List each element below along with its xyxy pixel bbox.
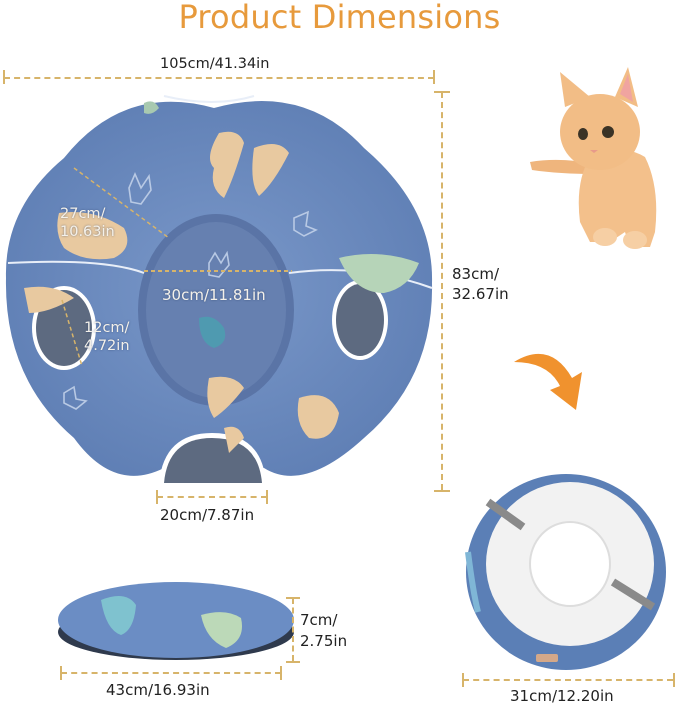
tick bbox=[3, 70, 5, 84]
tunnel-width-label: 105cm/41.34in bbox=[160, 56, 270, 72]
tick bbox=[286, 661, 300, 663]
cushion-height-line bbox=[292, 598, 294, 661]
tube-diameter-label-cm: 27cm/ bbox=[60, 206, 106, 222]
folded-width-line bbox=[463, 679, 673, 681]
cushion-height-label-in: 2.75in bbox=[300, 632, 348, 650]
tick bbox=[433, 70, 435, 84]
tick bbox=[280, 666, 282, 680]
kitten-image bbox=[520, 62, 670, 262]
tick bbox=[266, 490, 268, 504]
cushion-height-label-cm: 7cm/ bbox=[300, 611, 338, 629]
tunnel-width-line bbox=[4, 77, 434, 79]
fold-arrow-icon bbox=[510, 340, 590, 415]
page-title: Product Dimensions bbox=[178, 0, 501, 36]
cushion-width-label: 43cm/16.93in bbox=[106, 681, 210, 699]
tunnel-height-line bbox=[441, 92, 443, 490]
tick bbox=[673, 673, 675, 687]
folded-tunnel-image bbox=[458, 472, 674, 672]
folded-width-label: 31cm/12.20in bbox=[510, 687, 614, 705]
hole-label-cm: 12cm/ bbox=[84, 320, 130, 336]
cushion-width-line bbox=[61, 672, 281, 674]
tick bbox=[434, 490, 450, 492]
entrance-width-label: 20cm/7.87in bbox=[160, 506, 255, 524]
entrance-width-line bbox=[157, 496, 267, 498]
tube-diameter-label-in: 10.63in bbox=[60, 224, 115, 240]
tunnel-product-image bbox=[4, 88, 436, 496]
cushion-image bbox=[56, 580, 296, 665]
center-diameter-label: 30cm/11.81in bbox=[162, 286, 266, 304]
tunnel-height-label-cm: 83cm/ bbox=[452, 265, 499, 283]
hole-label-in: 4.72in bbox=[84, 338, 130, 354]
tunnel-height-label-in: 32.67in bbox=[452, 285, 509, 303]
